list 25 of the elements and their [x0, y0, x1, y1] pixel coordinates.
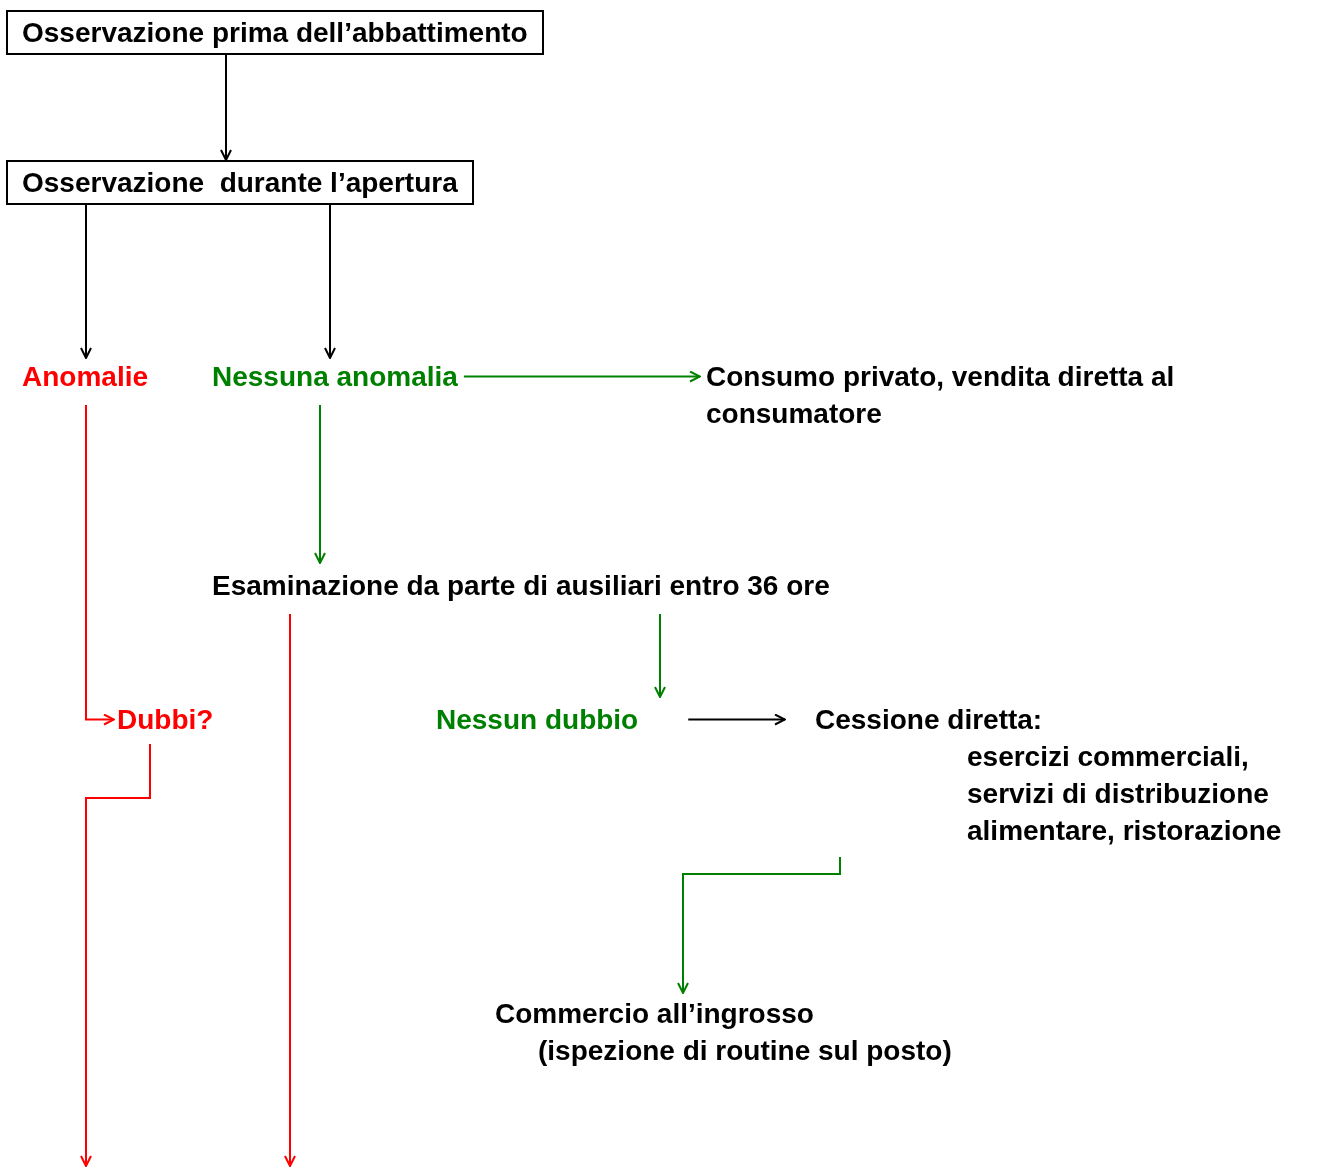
label-text: esercizi commerciali, servizi di distribuzione alimentare, ristorazione	[967, 740, 1283, 848]
label-text: Dubbi?	[117, 703, 214, 737]
arrow	[80, 204, 92, 359]
arrow	[687, 713, 786, 726]
arrow	[677, 856, 841, 994]
process-box	[6, 10, 544, 55]
box-text: Osservazione prima dell’abbattimento	[22, 16, 528, 50]
arrow	[324, 204, 336, 359]
arrow	[284, 613, 296, 1167]
arrow	[462, 370, 701, 383]
label-text: Nessuna anomalia	[212, 360, 458, 394]
label-text: Nessun dubbio	[436, 703, 639, 737]
process-box	[6, 160, 474, 205]
arrow	[654, 613, 666, 698]
arrow	[314, 404, 326, 564]
label-text: Esaminazione da parte di ausiliari entro 36 ore	[212, 569, 830, 603]
arrow	[80, 743, 151, 1167]
arrow	[220, 54, 232, 161]
label-text: (ispezione di routine sul posto)	[538, 1034, 952, 1068]
label-text: Commercio all’ingrosso	[495, 997, 815, 1031]
label-text: Cessione diretta:	[815, 703, 1044, 737]
label-text: Consumo privato, vendita diretta al consumatore	[706, 360, 1176, 431]
box-text: Osservazione durante l’apertura	[22, 166, 458, 200]
label-text: Anomalie	[22, 360, 149, 394]
arrow	[85, 404, 115, 726]
